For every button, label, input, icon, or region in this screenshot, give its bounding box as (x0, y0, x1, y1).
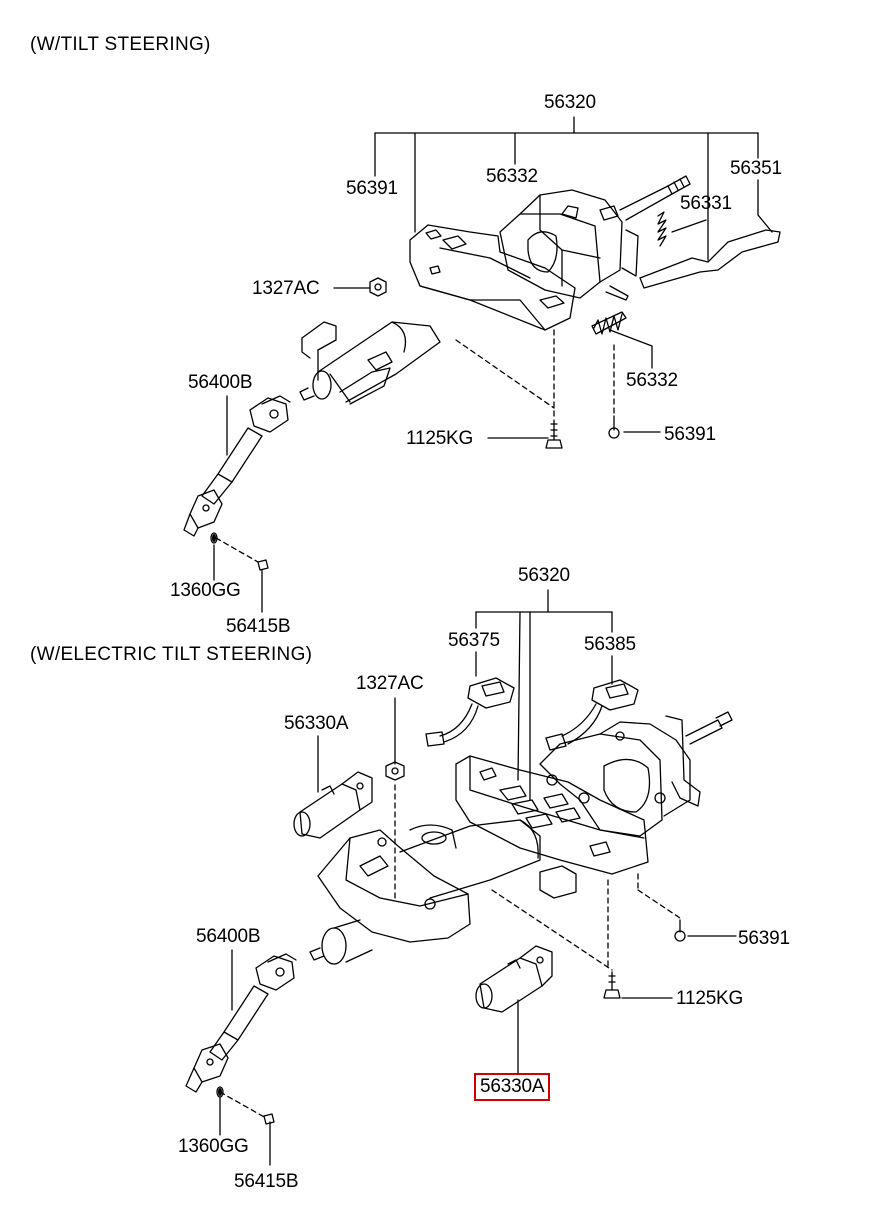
electric-label-washer[interactable]: 1360GG (178, 1136, 249, 1157)
tilt-label-joint[interactable]: 56400B (188, 372, 253, 393)
tilt-section-title: (W/TILT STEERING) (30, 34, 211, 55)
tilt-label-bolt-l[interactable]: 56391 (346, 178, 398, 199)
electric-label-screw[interactable]: 56391 (738, 928, 790, 949)
electric-label-motor-bottom-highlighted[interactable]: 56330A (474, 1073, 551, 1101)
tilt-label-spring-bottom[interactable]: 56332 (626, 370, 678, 391)
tilt-leader-lines (213, 116, 773, 613)
tilt-label-assy[interactable]: 56320 (544, 92, 596, 113)
electric-leader-lines (219, 589, 737, 1166)
tilt-label-joint-bolt[interactable]: 56415B (226, 616, 291, 637)
tilt-label-lever[interactable]: 56351 (730, 158, 782, 179)
electric-label-assy[interactable]: 56320 (518, 565, 570, 586)
tilt-label-bolt[interactable]: 1125KG (406, 428, 474, 449)
tilt-label-spring-small[interactable]: 56331 (680, 193, 732, 214)
electric-section-title: (W/ELECTRIC TILT STEERING) (30, 644, 313, 665)
tilt-column-assembly (299, 175, 781, 449)
washer-icon (212, 534, 216, 542)
tilt-label-nut[interactable]: 1327AC (252, 278, 320, 299)
electric-label-nut[interactable]: 1327AC (356, 673, 424, 694)
tilt-label-spring-top[interactable]: 56332 (486, 166, 538, 187)
tilt-label-screw[interactable]: 56391 (664, 424, 716, 445)
electric-label-joint[interactable]: 56400B (196, 926, 261, 947)
electric-intermediate-shaft (185, 953, 297, 1125)
electric-label-joint-bolt[interactable]: 56415B (234, 1171, 299, 1192)
washer-icon (218, 1088, 222, 1096)
electric-label-motor-top[interactable]: 56330A (284, 713, 349, 734)
tilt-intermediate-shaft (183, 395, 291, 571)
electric-column-assembly (293, 677, 733, 1013)
electric-label-bolt[interactable]: 1125KG (676, 988, 744, 1009)
electric-label-sensor-r[interactable]: 56385 (584, 634, 636, 655)
electric-label-sensor-l[interactable]: 56375 (448, 630, 500, 651)
tilt-label-washer[interactable]: 1360GG (170, 580, 241, 601)
